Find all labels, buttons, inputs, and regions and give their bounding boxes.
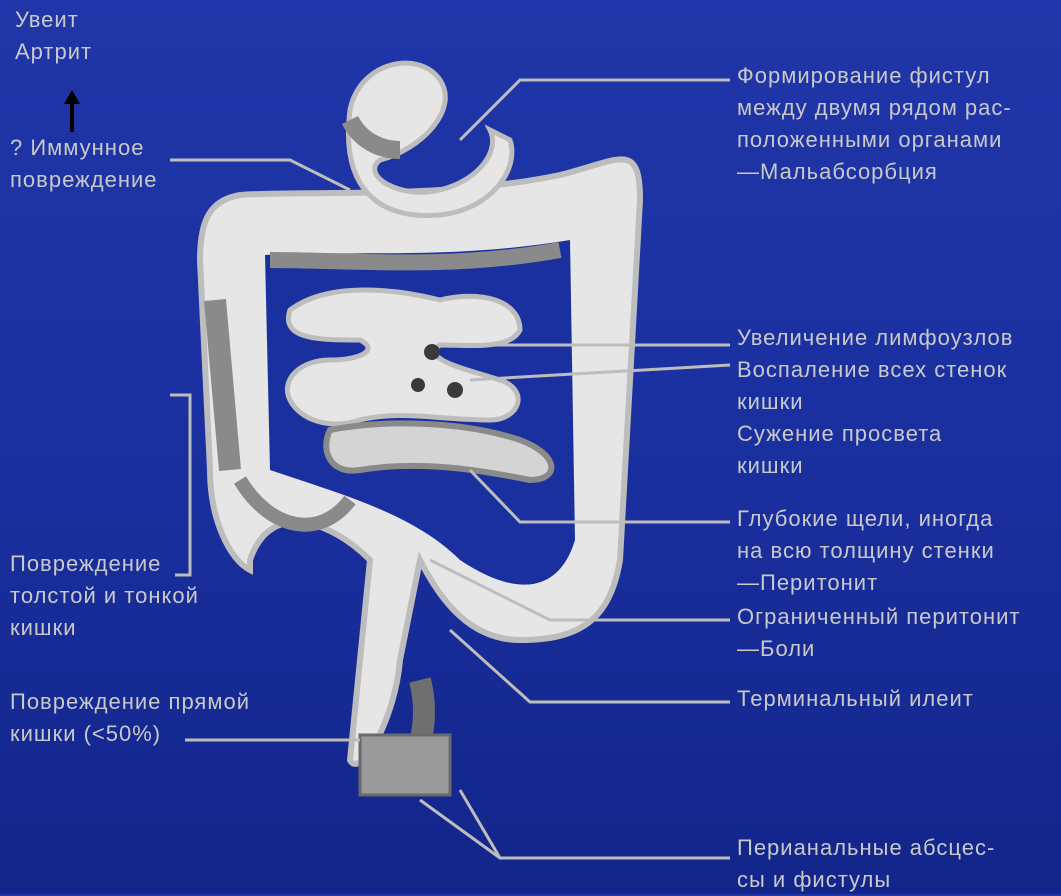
label-line: толстой и тонкой bbox=[10, 580, 199, 612]
label-line: —Мальабсорбция bbox=[737, 156, 1012, 188]
label-deep-fissures: Глубокие щели, иногда на всю толщину сте… bbox=[737, 503, 995, 599]
up-arrow-icon bbox=[64, 90, 80, 132]
label-line: —Перитонит bbox=[737, 567, 995, 599]
label-line: Терминальный илеит bbox=[737, 683, 974, 715]
label-line: Ограниченный перитонит bbox=[737, 601, 1021, 633]
label-line: Формирование фистул bbox=[737, 60, 1012, 92]
label-line: Воспаление всех стенок bbox=[737, 354, 1013, 386]
label-line: Повреждение прямой bbox=[10, 686, 250, 718]
label-lymph-inflammation: Увеличение лимфоузлов Воспаление всех ст… bbox=[737, 322, 1013, 482]
leader-line bbox=[420, 800, 500, 858]
label-perianal-abscess: Перианальные абсцес- сы и фистулы bbox=[737, 832, 995, 896]
label-line: ? Иммунное bbox=[10, 132, 158, 164]
label-line: на всю толщину стенки bbox=[737, 535, 995, 567]
label-line: Глубокие щели, иногда bbox=[737, 503, 995, 535]
leader-line bbox=[460, 80, 730, 140]
leader-line bbox=[450, 630, 730, 702]
label-line: между двумя рядом рас- bbox=[737, 92, 1012, 124]
lymph-node bbox=[411, 378, 425, 392]
label-line: кишки bbox=[737, 386, 1013, 418]
label-line: положенными органами bbox=[737, 124, 1012, 156]
lymph-node bbox=[424, 344, 440, 360]
label-line: Повреждение bbox=[10, 548, 199, 580]
label-rectum-damage: Повреждение прямой кишки (<50%) bbox=[10, 686, 250, 750]
leader-line bbox=[170, 160, 350, 190]
label-fistula-formation: Формирование фистул между двумя рядом ра… bbox=[737, 60, 1012, 188]
label-uveitis-arthritis: Увеит Артрит bbox=[15, 4, 92, 68]
label-line: Увеит bbox=[15, 4, 92, 36]
label-line: кишки bbox=[737, 450, 1013, 482]
label-colon-damage: Повреждение толстой и тонкой кишки bbox=[10, 548, 199, 644]
leader-line bbox=[460, 790, 730, 858]
label-line: —Боли bbox=[737, 633, 1021, 665]
anal-region bbox=[360, 735, 450, 795]
label-line: Артрит bbox=[15, 36, 92, 68]
label-terminal-ileitis: Терминальный илеит bbox=[737, 683, 974, 715]
label-line: повреждение bbox=[10, 164, 158, 196]
label-line: сы и фистулы bbox=[737, 864, 995, 896]
label-line: кишки bbox=[10, 612, 199, 644]
label-line: Сужение просвета bbox=[737, 418, 1013, 450]
label-line: Перианальные абсцес- bbox=[737, 832, 995, 864]
lymph-node bbox=[447, 382, 463, 398]
label-line: кишки (<50%) bbox=[10, 718, 250, 750]
label-line: Увеличение лимфоузлов bbox=[737, 322, 1013, 354]
label-limited-peritonitis: Ограниченный перитонит —Боли bbox=[737, 601, 1021, 665]
label-immune-damage: ? Иммунное повреждение bbox=[10, 132, 158, 196]
